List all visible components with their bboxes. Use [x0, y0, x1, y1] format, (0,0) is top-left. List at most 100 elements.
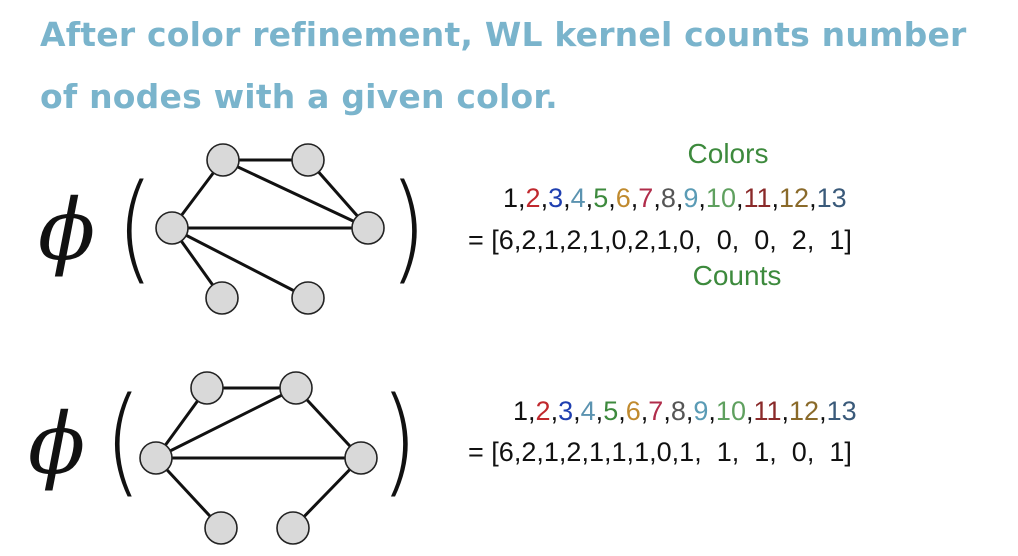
comma: , — [698, 183, 706, 213]
comma: , — [626, 225, 635, 255]
color-index: 6 — [615, 183, 631, 213]
comma: , — [581, 437, 589, 467]
comma: , — [769, 225, 792, 255]
count-value: 0 — [791, 437, 807, 467]
graph-node — [190, 371, 224, 405]
phi-symbol-1: ϕ — [38, 181, 96, 279]
comma: , — [608, 183, 616, 213]
color-index: 1 — [513, 396, 529, 426]
count-value: 2 — [566, 437, 582, 467]
comma: , — [671, 437, 680, 467]
comma: , — [558, 225, 567, 255]
count-value: 1 — [634, 437, 650, 467]
comma: , — [675, 183, 684, 213]
color-index: 7 — [638, 183, 654, 213]
comma: , — [536, 225, 544, 255]
count-value: 2 — [566, 225, 582, 255]
color-index: 9 — [693, 396, 709, 426]
counts-label: Counts — [692, 260, 782, 291]
comma: , — [595, 396, 604, 426]
comma: , — [735, 183, 744, 213]
count-value: 2 — [791, 225, 807, 255]
graph-node — [155, 211, 189, 245]
graph-node — [344, 441, 378, 475]
comma: , — [618, 396, 626, 426]
comma: , — [528, 396, 536, 426]
graph-2 — [139, 371, 378, 545]
open-paren-1: ( — [116, 158, 154, 296]
comma: , — [558, 437, 567, 467]
graph-node — [291, 143, 325, 177]
color-index: 12 — [779, 183, 810, 213]
graph-node — [291, 281, 325, 315]
count-value: 1 — [543, 437, 559, 467]
color-index: 10 — [715, 396, 746, 426]
color-index: 2 — [535, 396, 551, 426]
count-value: 6 — [498, 437, 514, 467]
graph-node — [204, 511, 238, 545]
counts-row-2: = [6,2,1,2,1,1,1,0,1, 1, 1, 0, 1] — [468, 437, 852, 467]
comma: , — [769, 437, 792, 467]
count-value: 2 — [521, 225, 537, 255]
comma: , — [694, 225, 717, 255]
comma: , — [809, 183, 817, 213]
color-index: 3 — [548, 183, 564, 213]
graph-node — [206, 143, 240, 177]
count-value: 0 — [656, 437, 672, 467]
comma: , — [694, 437, 717, 467]
phi-symbol-2: ϕ — [28, 395, 86, 493]
equals-bracket: = [ — [468, 225, 499, 255]
count-value: 1 — [543, 225, 559, 255]
count-value: 0 — [611, 225, 627, 255]
color-index: 4 — [580, 396, 596, 426]
graph-node — [279, 371, 313, 405]
comma: , — [685, 396, 694, 426]
comma: , — [819, 396, 827, 426]
comma: , — [745, 396, 754, 426]
comma: , — [649, 225, 657, 255]
close-bracket: ] — [844, 437, 852, 467]
count-value: 1 — [588, 225, 604, 255]
color-index: 7 — [648, 396, 664, 426]
comma: , — [573, 396, 581, 426]
comma: , — [540, 183, 549, 213]
count-value: 1 — [611, 437, 627, 467]
open-paren-2: ( — [104, 371, 142, 509]
color-index: 11 — [753, 396, 782, 426]
count-value: 1 — [656, 225, 672, 255]
graph-node — [139, 441, 173, 475]
comma: , — [663, 396, 671, 426]
color-index: 5 — [593, 183, 609, 213]
color-index: 10 — [705, 183, 736, 213]
color-index: 4 — [570, 183, 586, 213]
close-bracket: ] — [844, 225, 852, 255]
color-index: 9 — [683, 183, 699, 213]
comma: , — [604, 437, 612, 467]
color-index-row-1: 1,2,3,4,5,6,7,8,9,10,11,12,13 — [503, 183, 847, 213]
slide-title: After color refinement, WL kernel counts… — [40, 15, 967, 116]
count-value: 1 — [754, 437, 770, 467]
count-value: 1 — [829, 225, 845, 255]
color-index: 8 — [670, 396, 686, 426]
count-value: 0 — [754, 225, 770, 255]
count-value: 2 — [634, 225, 650, 255]
graph-node — [351, 211, 385, 245]
count-value: 6 — [498, 225, 514, 255]
count-value: 1 — [716, 437, 732, 467]
color-index-row-2: 1,2,3,4,5,6,7,8,9,10,11,12,13 — [513, 396, 857, 426]
count-value: 1 — [829, 437, 845, 467]
count-value: 2 — [521, 437, 537, 467]
edge — [155, 386, 297, 460]
graph-node — [276, 511, 310, 545]
comma: , — [771, 183, 780, 213]
comma: , — [626, 437, 635, 467]
comma: , — [781, 396, 790, 426]
comma: , — [671, 225, 680, 255]
color-index: 5 — [603, 396, 619, 426]
count-value: 1 — [679, 437, 695, 467]
close-paren-1: ) — [389, 158, 427, 296]
color-index: 12 — [789, 396, 820, 426]
comma: , — [630, 183, 639, 213]
equals-bracket: = [ — [468, 437, 499, 467]
close-paren-2: ) — [380, 371, 418, 509]
